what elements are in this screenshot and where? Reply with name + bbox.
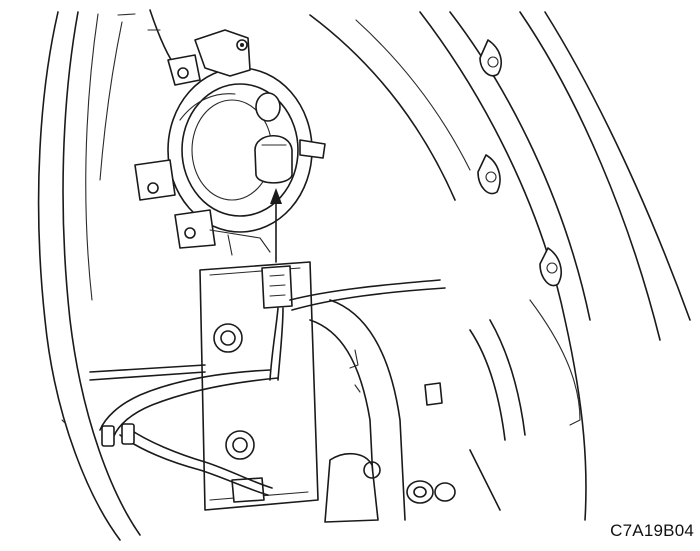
- wiring-harness: [99, 279, 446, 496]
- fog-lamp-assembly: [134, 29, 326, 256]
- wiring-connector: [261, 265, 293, 381]
- direction-arrow: [270, 188, 282, 263]
- inner-fender-panel: [309, 11, 691, 521]
- figure-code: C7A19B04: [610, 521, 694, 540]
- fender-liner: [37, 9, 179, 541]
- body-structure: [61, 299, 526, 523]
- mounting-bracket: [199, 261, 319, 511]
